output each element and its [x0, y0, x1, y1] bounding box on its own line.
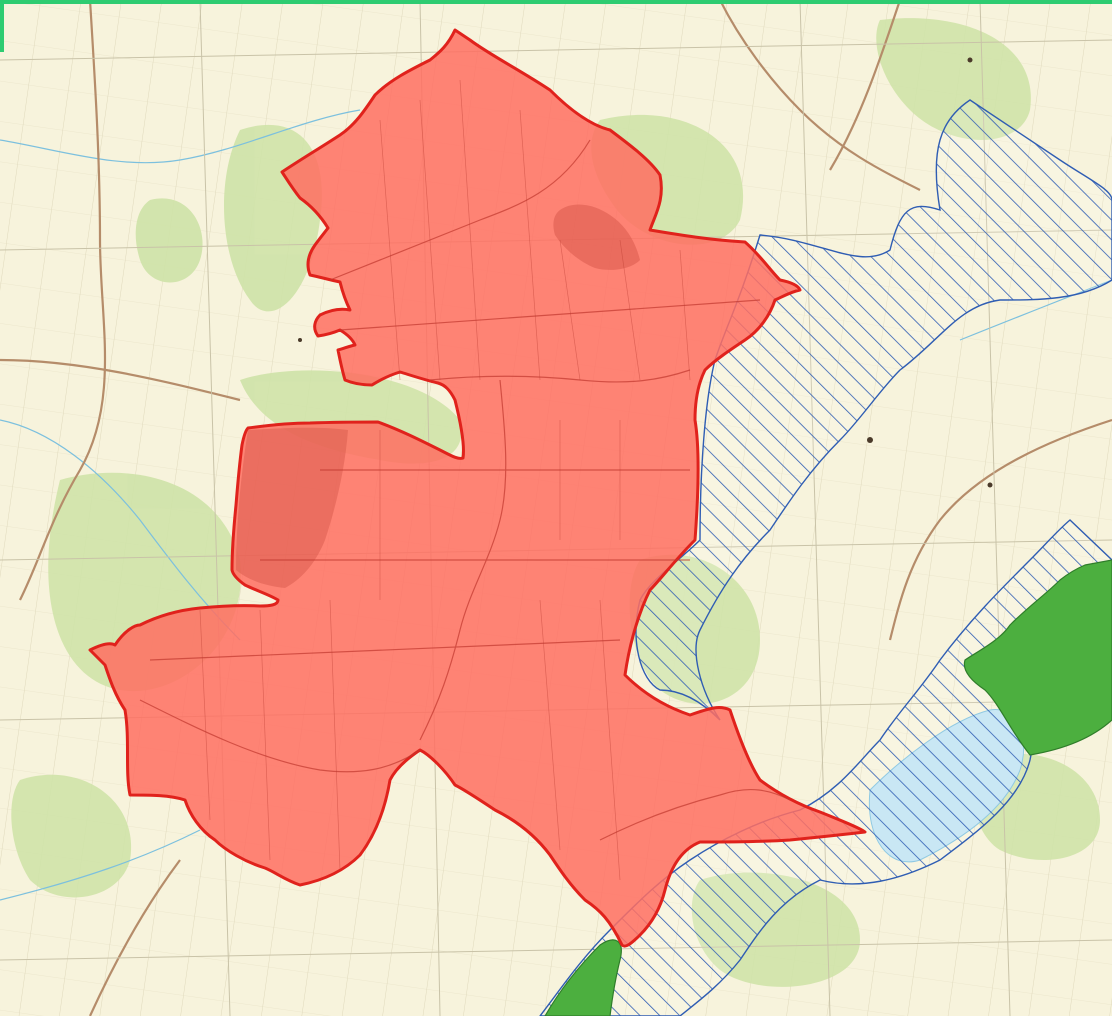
study-area-layer[interactable]	[88, 28, 867, 948]
nature-reserve-south[interactable]	[544, 939, 622, 1016]
frame-border-top	[0, 0, 1112, 4]
waterways	[0, 109, 1112, 901]
nature-reserve-layer[interactable]	[544, 559, 1112, 1016]
study-area-patch-west	[236, 427, 348, 588]
settlement-dot	[867, 437, 873, 443]
study-area-internal-roads	[139, 139, 791, 841]
settlement-dot	[967, 57, 973, 63]
settlement-dot	[298, 338, 302, 342]
study-area-patch-north	[553, 204, 640, 270]
study-area-polygon[interactable]	[88, 28, 867, 948]
settlement-markers	[298, 57, 993, 488]
frame-border-left	[0, 0, 4, 52]
protected-area-south[interactable]	[539, 519, 1112, 1016]
nature-reserve-east[interactable]	[963, 559, 1112, 756]
settlement-dot	[987, 482, 993, 488]
study-area-field-lines	[199, 79, 691, 881]
